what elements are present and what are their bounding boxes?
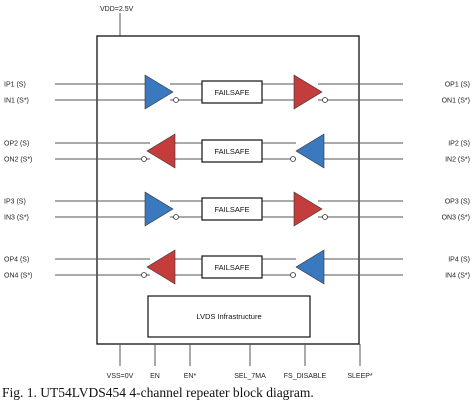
channel-4: OP4 (S) ON4 (S*) IP4 (S) IN4 (S*) FAILSAFE xyxy=(4,249,470,285)
failsafe-block xyxy=(201,255,263,279)
failsafe-label: FAILSAFE xyxy=(214,147,249,156)
input-receiver-buffer xyxy=(144,74,174,110)
right-pin-s-label: OP3 (S) xyxy=(445,199,470,206)
left-pin-s-label: IP3 (S) xyxy=(4,199,26,206)
failsafe-block xyxy=(201,139,263,163)
left-pin-s-star-label: ON2 (S*) xyxy=(4,157,32,164)
figure-caption: Fig. 1. UT54LVDS454 4-channel repeater b… xyxy=(2,385,314,400)
inversion-bubble xyxy=(290,156,296,162)
bottom-pin-label: VSS=0V xyxy=(107,373,134,380)
right-pin-s-label: IP4 (S) xyxy=(448,257,470,264)
bottom-pin-label: FS_DISABLE xyxy=(284,373,327,380)
output-driver-buffer xyxy=(293,191,323,227)
lvds-infrastructure-label: LVDS Infrastructure xyxy=(196,312,261,321)
left-pin-s-star-label: IN3 (S*) xyxy=(4,215,29,222)
inversion-bubble xyxy=(322,214,328,220)
bottom-pin-label: EN xyxy=(150,373,160,380)
right-pin-s-label: OP1 (S) xyxy=(445,82,470,89)
inversion-bubble xyxy=(322,97,328,103)
channel-1: IP1 (S) IN1 (S*) OP1 (S) ON1 (S*) FAILSAFE xyxy=(4,74,470,110)
bottom-pin-label: EN* xyxy=(184,373,197,380)
channel-3: IP3 (S) IN3 (S*) OP3 (S) ON3 (S*) FAILSAFE xyxy=(4,191,470,227)
channel-group: IP1 (S)IN1 (S*)OP1 (S)ON1 (S*)FAILSAFEOP… xyxy=(4,74,470,285)
bottom-pin-group: VSS=0V EN EN* SEL_7MA FS_DISABLE SLEEP* xyxy=(107,344,373,380)
right-pin-s-label: IP2 (S) xyxy=(448,141,470,148)
inversion-bubble xyxy=(173,97,179,103)
left-pin-s-label: IP1 (S) xyxy=(4,82,26,89)
inversion-bubble xyxy=(173,214,179,220)
inversion-bubble xyxy=(290,272,296,278)
left-pin-s-star-label: IN1 (S*) xyxy=(4,98,29,105)
right-pin-s-star-label: ON3 (S*) xyxy=(442,215,470,222)
inversion-bubble xyxy=(141,272,147,278)
failsafe-label: FAILSAFE xyxy=(214,88,249,97)
vdd-label: VDD=2.5V xyxy=(100,6,134,13)
bottom-pin-label: SLEEP* xyxy=(347,373,373,380)
failsafe-label: FAILSAFE xyxy=(214,205,249,214)
output-driver-buffer xyxy=(293,74,323,110)
failsafe-label: FAILSAFE xyxy=(214,263,249,272)
input-receiver-buffer xyxy=(295,133,325,169)
left-pin-s-label: OP2 (S) xyxy=(4,141,29,148)
right-pin-s-star-label: ON1 (S*) xyxy=(442,98,470,105)
input-receiver-buffer xyxy=(144,191,174,227)
left-pin-s-label: OP4 (S) xyxy=(4,257,29,264)
left-pin-s-star-label: ON4 (S*) xyxy=(4,273,32,280)
lvds-infrastructure-block xyxy=(147,295,311,338)
input-receiver-buffer xyxy=(295,249,325,285)
output-driver-buffer xyxy=(146,249,176,285)
bottom-pin-label: SEL_7MA xyxy=(234,373,266,380)
output-driver-buffer xyxy=(146,133,176,169)
right-pin-s-star-label: IN2 (S*) xyxy=(445,157,470,164)
failsafe-block xyxy=(201,80,263,104)
failsafe-block xyxy=(201,197,263,221)
channel-2: OP2 (S) ON2 (S*) IP2 (S) IN2 (S*) FAILSAFE xyxy=(4,133,470,169)
inversion-bubble xyxy=(141,156,147,162)
right-pin-s-star-label: IN4 (S*) xyxy=(445,273,470,280)
